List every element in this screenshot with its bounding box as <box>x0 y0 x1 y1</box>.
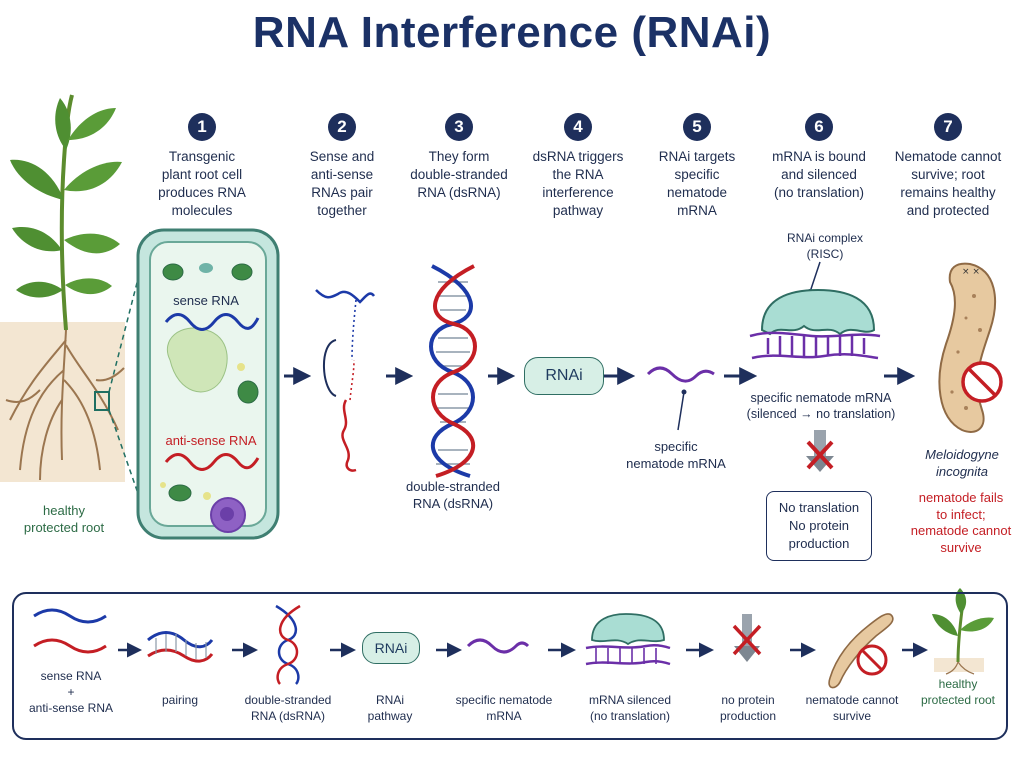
summary-mrna-silenced: mRNA silenced(no translation) <box>588 693 672 723</box>
step-1-number: 1 <box>188 113 216 141</box>
svg-text:× ×: × × <box>962 267 980 277</box>
nematode-icon: × × <box>938 262 997 433</box>
sense-rna-strand <box>164 313 260 331</box>
silenced-mrna-label: specific nematode mRNA(silenced → no tra… <box>746 391 896 421</box>
risc-complex-icon <box>749 261 881 360</box>
summary-sense-antisense: sense RNA+anti-sense RNA <box>28 669 114 715</box>
summary-rnai-pill: RNAi <box>362 632 420 664</box>
root-cell-icon <box>136 228 280 540</box>
prohibited-icon <box>961 361 1003 403</box>
step-2-number: 2 <box>328 113 356 141</box>
plant-icon <box>0 94 125 482</box>
mrna-strand <box>646 366 715 383</box>
step-5-number: 5 <box>683 113 711 141</box>
summary-pairing: pairing <box>161 693 199 707</box>
step-3-number: 3 <box>445 113 473 141</box>
dna-helix-icon <box>429 264 477 478</box>
sense-rna-label: sense RNA <box>173 293 239 308</box>
step-6-number: 6 <box>805 113 833 141</box>
antisense-rna-strand <box>164 453 260 471</box>
risc-label: RNAi complex(RISC) <box>786 231 864 261</box>
antisense-rna-label: anti-sense RNA <box>165 433 257 448</box>
pairing-strands <box>315 289 376 472</box>
rnai-pill: RNAi <box>524 357 604 395</box>
page-title: RNA Interference (RNAi) <box>252 8 772 57</box>
step-7-number: 7 <box>934 113 962 141</box>
zoom-highlight-box <box>94 391 110 411</box>
summary-graphics <box>33 588 994 689</box>
step-4-number: 4 <box>564 113 592 141</box>
summary-box <box>12 592 1008 740</box>
red-x-icon <box>806 440 834 470</box>
